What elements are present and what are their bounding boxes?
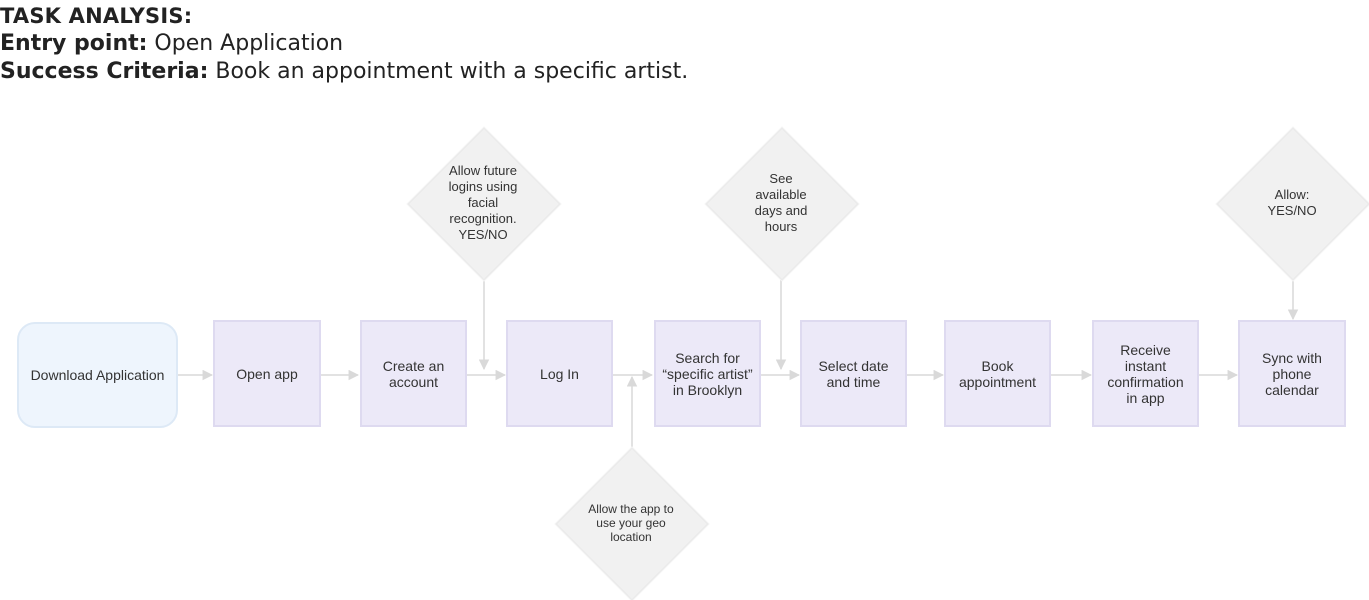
step-open-app: Open app	[213, 320, 321, 427]
decision-availability: See available days and hours	[705, 127, 859, 281]
step-sync-calendar: Sync with phone calendar	[1238, 320, 1346, 427]
step-search-artist: Search for “specific artist” in Brooklyn	[654, 320, 761, 427]
success-criteria-value: Book an appointment with a specific arti…	[208, 59, 689, 84]
step-create-account: Create an account	[360, 320, 467, 427]
step-label: Book appointment	[958, 357, 1037, 390]
step-label: Open app	[236, 365, 298, 382]
decision-label: Allow: YES/NO	[1267, 187, 1317, 218]
step-label: Log In	[540, 365, 579, 382]
step-receive-confirmation: Receive instant confirmation in app	[1092, 320, 1199, 427]
entry-point-line: Entry point: Open Application	[0, 30, 688, 58]
decision-geo-location: Allow the app to use your geo location	[555, 447, 709, 600]
task-analysis-header: TASK ANALYSIS: Entry point: Open Applica…	[0, 2, 688, 86]
step-label: Create an account	[382, 357, 445, 390]
decision-label: Allow future logins using facial recogni…	[448, 163, 518, 242]
step-select-date-time: Select date and time	[800, 320, 907, 427]
step-log-in: Log In	[506, 320, 613, 427]
success-criteria-line: Success Criteria: Book an appointment wi…	[0, 58, 688, 86]
start-label: Download Application	[30, 367, 165, 383]
decision-label: Allow the app to use your geo location	[588, 502, 674, 544]
start-download-application: Download Application	[17, 322, 178, 428]
step-label: Receive instant confirmation in app	[1107, 341, 1184, 406]
entry-point-label: Entry point:	[0, 31, 148, 56]
success-criteria-label: Success Criteria:	[0, 59, 209, 84]
step-label: Select date and time	[818, 357, 889, 390]
step-label: Search for “specific artist” in Brooklyn	[662, 349, 753, 398]
step-label: Sync with phone calendar	[1262, 349, 1322, 398]
decision-label: See available days and hours	[754, 171, 808, 234]
decision-calendar-permission: Allow: YES/NO	[1216, 127, 1369, 281]
decision-facial-recognition: Allow future logins using facial recogni…	[407, 127, 561, 281]
entry-point-value: Open Application	[147, 31, 344, 56]
page-title: TASK ANALYSIS:	[0, 4, 193, 28]
step-book-appointment: Book appointment	[944, 320, 1051, 427]
